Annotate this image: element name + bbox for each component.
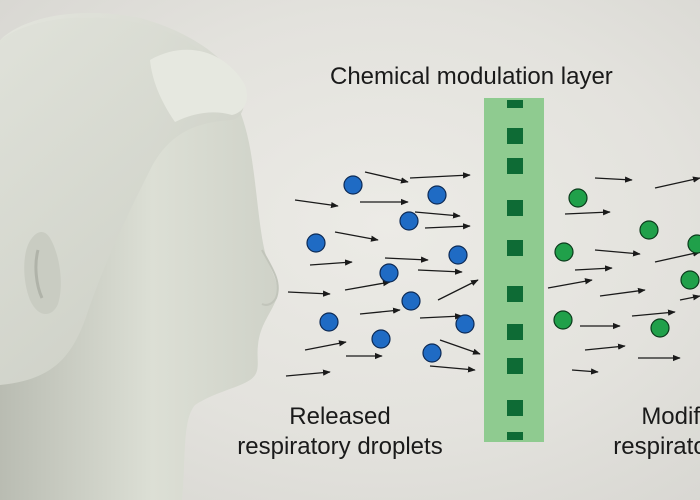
blue-droplet: [448, 245, 468, 265]
blue-droplet: [455, 314, 475, 334]
modified-caption-line1: Modifie: [641, 403, 700, 430]
arrow: [294, 199, 339, 209]
arrow: [571, 368, 599, 375]
arrow: [334, 231, 379, 242]
arrow: [364, 171, 409, 184]
arrow: [309, 259, 353, 266]
layer-square: [507, 324, 523, 340]
arrow: [654, 250, 700, 263]
green-droplet: [554, 242, 574, 262]
arrow: [679, 294, 700, 301]
modified-caption: Modifie respiratory d: [560, 402, 700, 462]
arrow: [414, 211, 461, 219]
layer-square: [507, 400, 523, 416]
arrow: [437, 279, 479, 301]
layer-square: [507, 286, 523, 302]
blue-droplet: [343, 175, 363, 195]
arrow: [419, 313, 463, 320]
arrow: [594, 176, 633, 183]
arrow: [304, 340, 347, 351]
nose-shape: [261, 249, 279, 306]
ear-inner: [34, 249, 44, 299]
arrow: [285, 369, 331, 377]
layer-square: [507, 100, 523, 108]
arrow: [599, 287, 646, 297]
modulation-layer: [484, 98, 544, 442]
ear-shape: [24, 232, 61, 315]
blue-droplet: [379, 263, 399, 283]
arrow-icon: [285, 171, 700, 377]
arrow: [424, 223, 471, 230]
arrow: [594, 249, 641, 257]
arrow: [429, 365, 476, 373]
arrow: [417, 268, 463, 275]
layer-title: Chemical modulation layer: [330, 63, 613, 90]
arrow: [574, 265, 613, 272]
layer-square: [507, 158, 523, 174]
green-droplet: [680, 270, 700, 290]
arrow: [409, 172, 471, 179]
arrow: [584, 343, 626, 351]
blue-droplet: [427, 185, 447, 205]
blue-droplet: [306, 233, 326, 253]
hair-fringe: [150, 49, 247, 122]
green-droplet: [568, 188, 588, 208]
modified-caption-line2: respiratory d: [613, 433, 700, 460]
layer-square: [507, 240, 523, 256]
released-caption-line2: respiratory droplets: [237, 433, 443, 460]
layer-square: [507, 358, 523, 374]
layer-square: [507, 432, 523, 440]
blue-droplet: [401, 291, 421, 311]
green-droplet: [553, 310, 573, 330]
arrow: [564, 209, 611, 216]
arrow: [384, 256, 429, 263]
arrow: [654, 176, 700, 189]
human-head-icon: [0, 13, 279, 500]
arrow: [547, 278, 593, 289]
blue-droplet: [399, 211, 419, 231]
green-droplet: [687, 234, 700, 254]
released-caption-line1: Released: [289, 403, 391, 430]
green-droplet: [650, 318, 670, 338]
layer-square: [507, 128, 523, 144]
arrow: [344, 280, 391, 291]
arrow: [631, 309, 676, 317]
blue-droplet: [319, 312, 339, 332]
blue-droplet: [422, 343, 442, 363]
arrow: [359, 307, 401, 315]
arrow: [439, 339, 481, 355]
released-caption: Released respiratory droplets: [200, 402, 480, 462]
layer-square: [507, 200, 523, 216]
modified-droplets: [553, 188, 700, 338]
released-droplets: [306, 175, 475, 363]
blue-droplet: [371, 329, 391, 349]
layer-squares: [507, 100, 523, 440]
green-droplet: [639, 220, 659, 240]
arrow: [287, 290, 331, 297]
